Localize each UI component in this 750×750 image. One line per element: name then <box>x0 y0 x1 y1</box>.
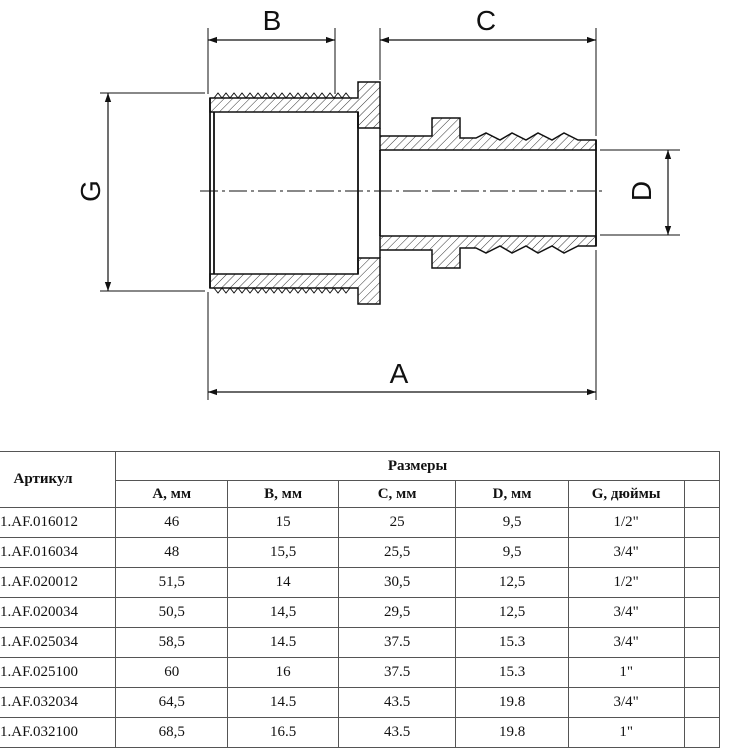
d-cell: 9,5 <box>455 507 569 538</box>
b-cell: 16 <box>227 657 339 688</box>
b-cell: 14.5 <box>227 627 339 658</box>
d-cell: 9,5 <box>455 537 569 568</box>
fitting-outline <box>209 98 597 288</box>
a-cell: 68,5 <box>115 717 229 748</box>
d-cell: 12,5 <box>455 597 569 628</box>
c-cell: 29,5 <box>337 597 457 628</box>
column-header-b: B, мм <box>227 480 339 508</box>
article-cell: 401.AF.020012 <box>0 567 117 598</box>
dim-label-a: A <box>390 358 409 389</box>
a-cell: 58,5 <box>115 627 229 658</box>
article-cell: 401.AF.032100 <box>0 717 117 748</box>
article-cell: 401.AF.025034 <box>0 627 117 658</box>
column-header-a: A, мм <box>115 480 229 508</box>
dimension-lines <box>104 36 672 396</box>
d-cell: 15.3 <box>455 657 569 688</box>
section-hatching <box>209 81 597 305</box>
column-header-extra <box>683 480 721 508</box>
article-cell: 401.AF.032034 <box>0 687 117 718</box>
column-header-g: G, дюймы <box>567 480 685 508</box>
extra-cell <box>683 717 721 748</box>
a-cell: 60 <box>115 657 229 688</box>
d-cell: 19.8 <box>455 687 569 718</box>
c-cell: 43.5 <box>337 717 457 748</box>
table-header-row: Артикул Размеры <box>0 451 720 508</box>
dimensions-table: Артикул Размеры A, мм B, мм C, мм D, мм … <box>0 451 721 748</box>
g-cell: 3/4" <box>567 597 685 628</box>
d-cell: 12,5 <box>455 567 569 598</box>
fitting-technical-drawing: B C A G D <box>75 5 680 400</box>
extension-lines <box>100 28 680 400</box>
c-cell: 43.5 <box>337 687 457 718</box>
g-cell: 3/4" <box>567 537 685 568</box>
dimensions-group-header: Размеры <box>115 451 720 481</box>
column-header-c: C, мм <box>337 480 457 508</box>
extra-cell <box>683 597 721 628</box>
g-cell: 1/2" <box>567 507 685 538</box>
article-cell: 401.AF.020034 <box>0 597 117 628</box>
a-cell: 46 <box>115 507 229 538</box>
g-cell: 1" <box>567 717 685 748</box>
article-cell: 401.AF.025100 <box>0 657 117 688</box>
extra-cell <box>683 657 721 688</box>
a-cell: 48 <box>115 537 229 568</box>
extra-cell <box>683 537 721 568</box>
b-cell: 16.5 <box>227 717 339 748</box>
b-cell: 14.5 <box>227 687 339 718</box>
b-cell: 15,5 <box>227 537 339 568</box>
a-cell: 50,5 <box>115 597 229 628</box>
b-cell: 14 <box>227 567 339 598</box>
d-cell: 15.3 <box>455 627 569 658</box>
extra-cell <box>683 627 721 658</box>
extra-cell <box>683 507 721 538</box>
a-cell: 64,5 <box>115 687 229 718</box>
extra-cell <box>683 687 721 718</box>
column-header-d: D, мм <box>455 480 569 508</box>
b-cell: 14,5 <box>227 597 339 628</box>
c-cell: 37.5 <box>337 627 457 658</box>
g-cell: 3/4" <box>567 687 685 718</box>
article-cell: 401.AF.016012 <box>0 507 117 538</box>
c-cell: 37.5 <box>337 657 457 688</box>
c-cell: 25 <box>337 507 457 538</box>
dim-label-g: G <box>75 180 106 202</box>
b-cell: 15 <box>227 507 339 538</box>
g-cell: 3/4" <box>567 627 685 658</box>
table-body: 401.AF.0160124615259,51/2"401.AF.0160344… <box>0 507 721 748</box>
extra-cell <box>683 567 721 598</box>
dim-label-b: B <box>263 5 282 36</box>
dim-label-d: D <box>626 181 657 201</box>
a-cell: 51,5 <box>115 567 229 598</box>
g-cell: 1" <box>567 657 685 688</box>
thread-marks <box>213 92 351 294</box>
article-header: Артикул <box>0 451 117 508</box>
dim-label-c: C <box>476 5 496 36</box>
article-cell: 401.AF.016034 <box>0 537 117 568</box>
c-cell: 25,5 <box>337 537 457 568</box>
c-cell: 30,5 <box>337 567 457 598</box>
g-cell: 1/2" <box>567 567 685 598</box>
table-subheader-row: A, мм B, мм C, мм D, мм G, дюймы <box>0 480 721 508</box>
d-cell: 19.8 <box>455 717 569 748</box>
